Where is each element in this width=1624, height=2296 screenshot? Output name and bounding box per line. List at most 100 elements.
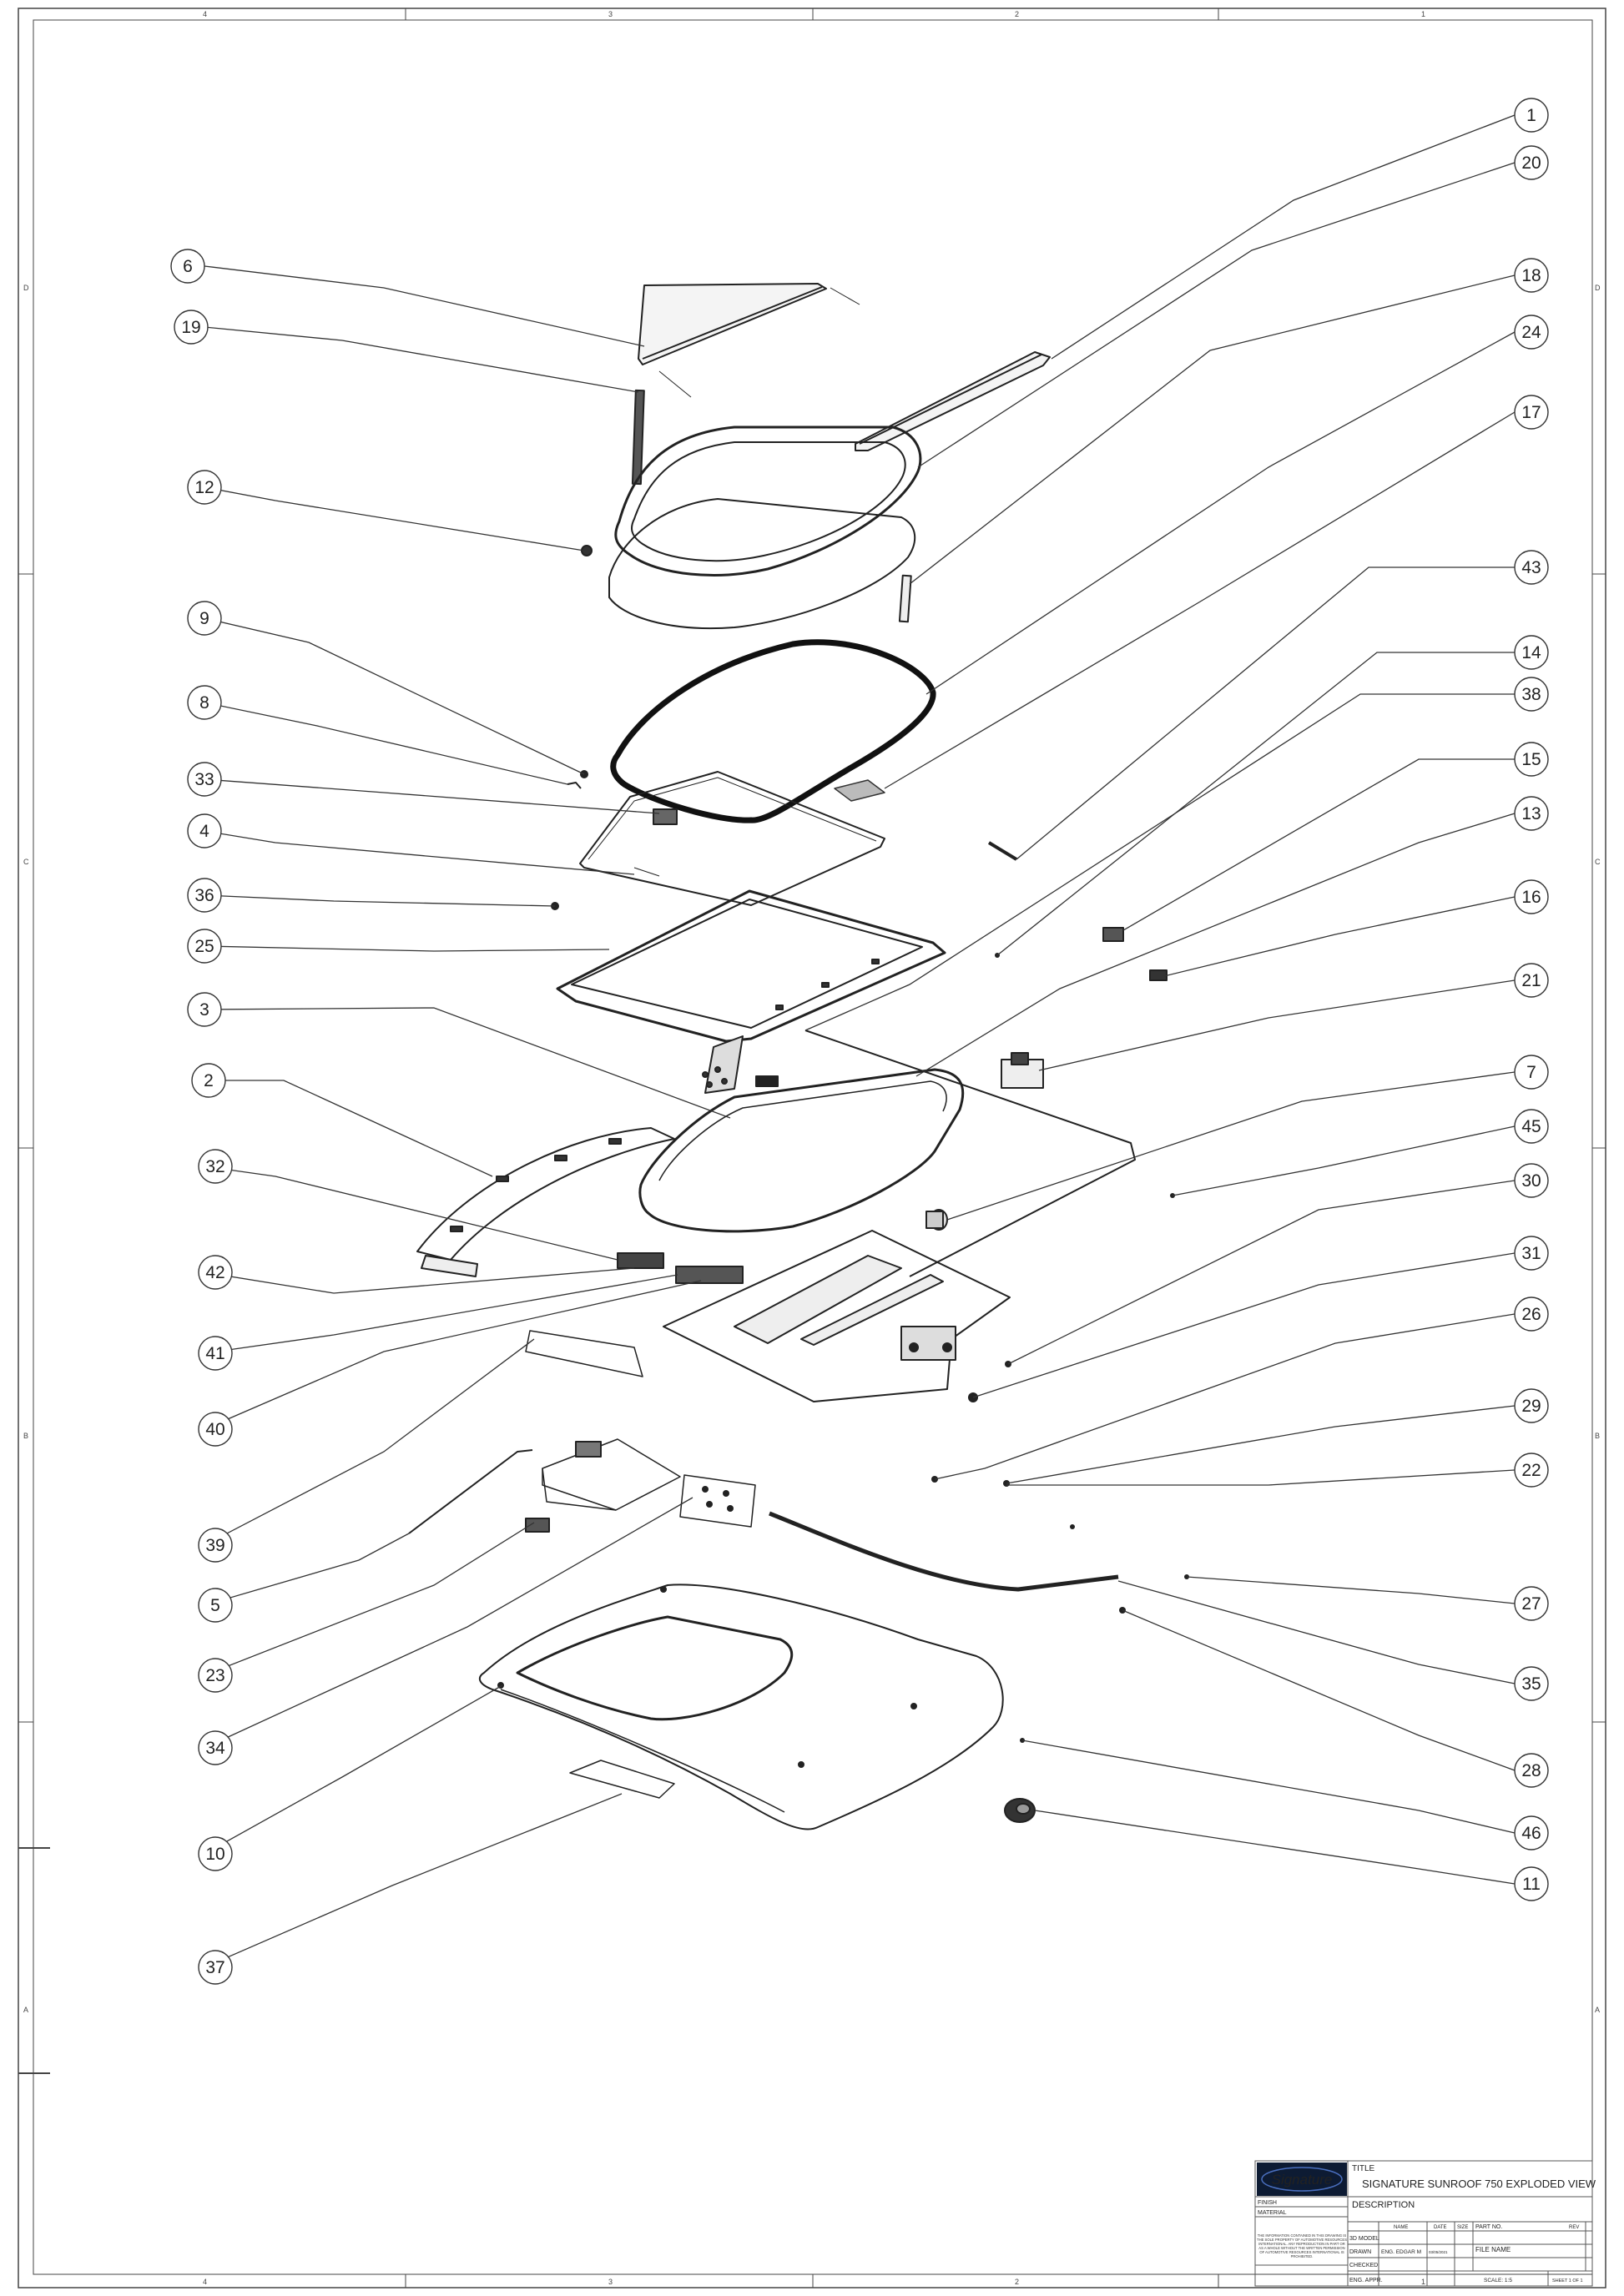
callout-33: 33: [187, 762, 222, 797]
zone-row-c-left: C: [23, 858, 29, 866]
callout-24: 24: [1514, 315, 1549, 350]
callout-11-label: 11: [1522, 1875, 1541, 1894]
callout-42: 42: [198, 1255, 233, 1290]
callout-35: 35: [1514, 1666, 1549, 1701]
callout-22-label: 22: [1521, 1461, 1541, 1480]
callout-2-label: 2: [204, 1071, 214, 1090]
callout-21-label: 21: [1521, 971, 1541, 990]
part-drain-tray-inner: [658, 1080, 947, 1181]
part-main-frame: [556, 889, 946, 1094]
finish-label: FINISH: [1258, 2200, 1277, 2206]
callout-23: 23: [198, 1658, 233, 1693]
callout-41: 41: [198, 1336, 233, 1371]
row-3d-model: 3D MODEL: [1349, 2236, 1379, 2242]
row-drawn: DRAWN: [1349, 2249, 1371, 2255]
callout-35-label: 35: [1521, 1674, 1541, 1694]
part-seal-ring-highlight: [622, 647, 927, 756]
callout-13-label: 13: [1521, 804, 1541, 823]
part-motor-box: [542, 1438, 681, 1511]
callouts-left: 6 19 12 9 8 33 4 36 25 3 2 32 42 41 40 3…: [170, 249, 233, 1985]
part-guide-wire: [804, 1030, 1136, 1277]
callout-17-label: 17: [1521, 403, 1541, 422]
part-glass-panel: [579, 771, 885, 906]
callouts-right: 1 20 18 24 17 43 14 38 15 13 16 21 7 45 …: [1514, 98, 1549, 1901]
part-knob: [1004, 1798, 1036, 1823]
part-rod: [987, 841, 1018, 861]
col-rev: REV: [1569, 2225, 1579, 2230]
part-glass-panel-edge: [588, 777, 877, 860]
callout-28: 28: [1514, 1753, 1549, 1788]
callout-1: 1: [1514, 98, 1549, 133]
part-small-post: [898, 574, 912, 623]
callout-30-label: 30: [1521, 1171, 1541, 1191]
callout-25-label: 25: [194, 937, 214, 956]
part-roof-shell: [478, 1584, 1004, 1830]
part-shim-plate: [834, 779, 885, 802]
callout-22: 22: [1514, 1453, 1549, 1488]
title-block: Signature TITLE SIGNATURE SUNROOF 750 EX…: [1254, 2160, 1596, 2287]
zone-row-a-right: A: [1595, 2006, 1600, 2014]
drawing-title: SIGNATURE SUNROOF 750 EXPLODED VIEW: [1362, 2178, 1596, 2190]
drawn-date: 03/05/2021: [1429, 2250, 1448, 2254]
callout-20: 20: [1514, 145, 1549, 180]
callout-40: 40: [198, 1412, 233, 1447]
disclaimer-box: THE INFORMATION CONTAINED IN THIS DRAWIN…: [1257, 2233, 1347, 2258]
zone-col-2-top: 2: [1015, 10, 1019, 18]
part-cover-plate: [569, 1760, 675, 1799]
callout-6: 6: [170, 249, 205, 284]
callout-43: 43: [1514, 550, 1549, 585]
part-seal-strip: [631, 389, 645, 486]
callout-12: 12: [187, 470, 222, 505]
callout-7-label: 7: [1526, 1063, 1536, 1082]
callout-46-label: 46: [1521, 1824, 1541, 1843]
zone-col-3-bottom: 3: [608, 2278, 613, 2286]
callout-30: 30: [1514, 1163, 1549, 1198]
part-motor-gear: [925, 1209, 948, 1231]
part-front-rail: [638, 283, 860, 398]
zone-row-b-left: B: [23, 1432, 28, 1440]
callout-9: 9: [187, 601, 222, 636]
callout-26-label: 26: [1521, 1305, 1541, 1324]
zone-row-b-right: B: [1595, 1432, 1600, 1440]
callout-39-label: 39: [205, 1536, 224, 1555]
part-clip: [567, 782, 582, 789]
zone-row-d-left: D: [23, 284, 29, 292]
callout-9-label: 9: [199, 609, 209, 628]
sheet-text: SHEET 1 OF 1: [1552, 2278, 1583, 2283]
callout-20-label: 20: [1521, 154, 1541, 173]
callout-31: 31: [1514, 1236, 1549, 1271]
part-drain-tray: [638, 1068, 965, 1233]
part-base-plate: [663, 1230, 1011, 1402]
callout-3: 3: [187, 992, 222, 1027]
callout-45: 45: [1514, 1109, 1549, 1144]
part-mounting-plate: [679, 1474, 756, 1528]
callout-40-label: 40: [205, 1420, 224, 1439]
file-name-label: FILE NAME: [1475, 2246, 1511, 2253]
callout-34-label: 34: [205, 1739, 225, 1758]
callout-29-label: 29: [1521, 1397, 1541, 1416]
zone-col-2-bottom: 2: [1015, 2278, 1019, 2286]
callout-31-label: 31: [1521, 1244, 1541, 1263]
part-deflector: [416, 1127, 675, 1277]
zone-col-4-bottom: 4: [203, 2278, 207, 2286]
callout-15: 15: [1514, 742, 1549, 777]
callout-16-label: 16: [1521, 888, 1541, 907]
zone-row-c-right: C: [1595, 858, 1601, 866]
callout-43-label: 43: [1521, 558, 1541, 577]
col-part-no: PART NO.: [1475, 2224, 1502, 2230]
title-label: TITLE: [1352, 2164, 1375, 2173]
callout-11: 11: [1514, 1866, 1549, 1901]
callout-5: 5: [198, 1588, 233, 1623]
callout-38-label: 38: [1521, 685, 1541, 704]
callout-4: 4: [187, 813, 222, 848]
part-glass-pane: [608, 498, 916, 630]
callout-37-label: 37: [205, 1958, 224, 1977]
callout-8: 8: [187, 685, 222, 720]
callout-33-label: 33: [194, 770, 214, 789]
part-bracket-clip: [525, 1518, 550, 1533]
callout-32-label: 32: [205, 1157, 224, 1176]
callout-37: 37: [198, 1950, 233, 1985]
part-switch: [1102, 927, 1124, 942]
callout-45-label: 45: [1521, 1117, 1541, 1136]
